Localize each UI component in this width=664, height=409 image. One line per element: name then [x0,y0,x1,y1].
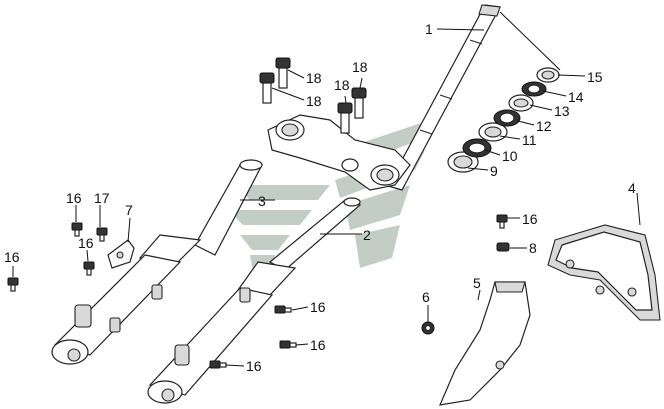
bolt-18-d [351,87,367,119]
callout-13: 13 [554,103,570,119]
steering-stem [387,4,501,191]
bolt-16-b [71,222,83,237]
fork-leg-left [51,159,263,365]
ring-12 [493,109,521,127]
bolt-16-f [209,360,227,369]
callout-18-right: 18 [352,59,368,75]
callout-1: 1 [425,21,433,37]
callout-14: 14 [568,89,584,105]
callout-16-right-fork-lower: 16 [246,358,262,374]
callout-17: 17 [94,190,110,206]
callout-16-mid-left: 16 [78,235,94,251]
callout-16-guard: 16 [522,211,538,227]
callout-11: 11 [522,132,537,148]
callout-3: 3 [258,193,266,209]
bolt-18-c [337,102,353,134]
bolt-16-e [279,340,297,349]
front-fender [439,281,531,406]
bolt-16-g [496,214,508,229]
callout-16-right-fork-upper: 16 [310,299,326,315]
callout-4: 4 [628,180,636,196]
bolt-17 [96,227,108,242]
callout-18-lower-left: 18 [306,93,322,109]
bracket-7 [107,239,135,269]
callout-18-center: 18 [334,77,350,93]
leader-lines [12,28,641,367]
callout-12: 12 [536,118,552,134]
bolt-18-b [275,57,291,89]
bolt-16-d [274,305,292,314]
nut-6 [421,321,435,335]
callout-16-far-left: 16 [4,249,20,265]
callout-8: 8 [529,240,537,256]
triple-clamp [267,114,411,191]
ring-13 [508,94,534,112]
fork-leg-right [147,197,362,404]
callout-5: 5 [473,275,481,291]
bolt-16-c [83,261,95,276]
callout-16-upper-left: 16 [66,190,82,206]
bolt-16-a [7,277,19,292]
fork-guard [547,224,661,321]
ring-9 [447,151,479,173]
clamp-bolts [259,57,367,134]
callout-15: 15 [587,69,603,85]
callout-2: 2 [363,227,371,243]
bolt-18-a [259,72,275,104]
callout-labels: 1 2 3 4 5 6 7 8 9 10 11 12 13 14 15 16 1… [4,21,636,374]
callout-10: 10 [502,148,518,164]
ring-14 [521,81,547,97]
callout-16-right-fork-mid: 16 [310,337,326,353]
ring-15 [536,67,560,83]
screw-8 [496,242,510,252]
callout-18-top-left: 18 [306,70,322,86]
callout-7: 7 [125,202,133,218]
small-bolts [7,214,510,369]
ring-10 [462,138,492,158]
callout-9: 9 [490,163,498,179]
callout-6: 6 [422,289,430,305]
